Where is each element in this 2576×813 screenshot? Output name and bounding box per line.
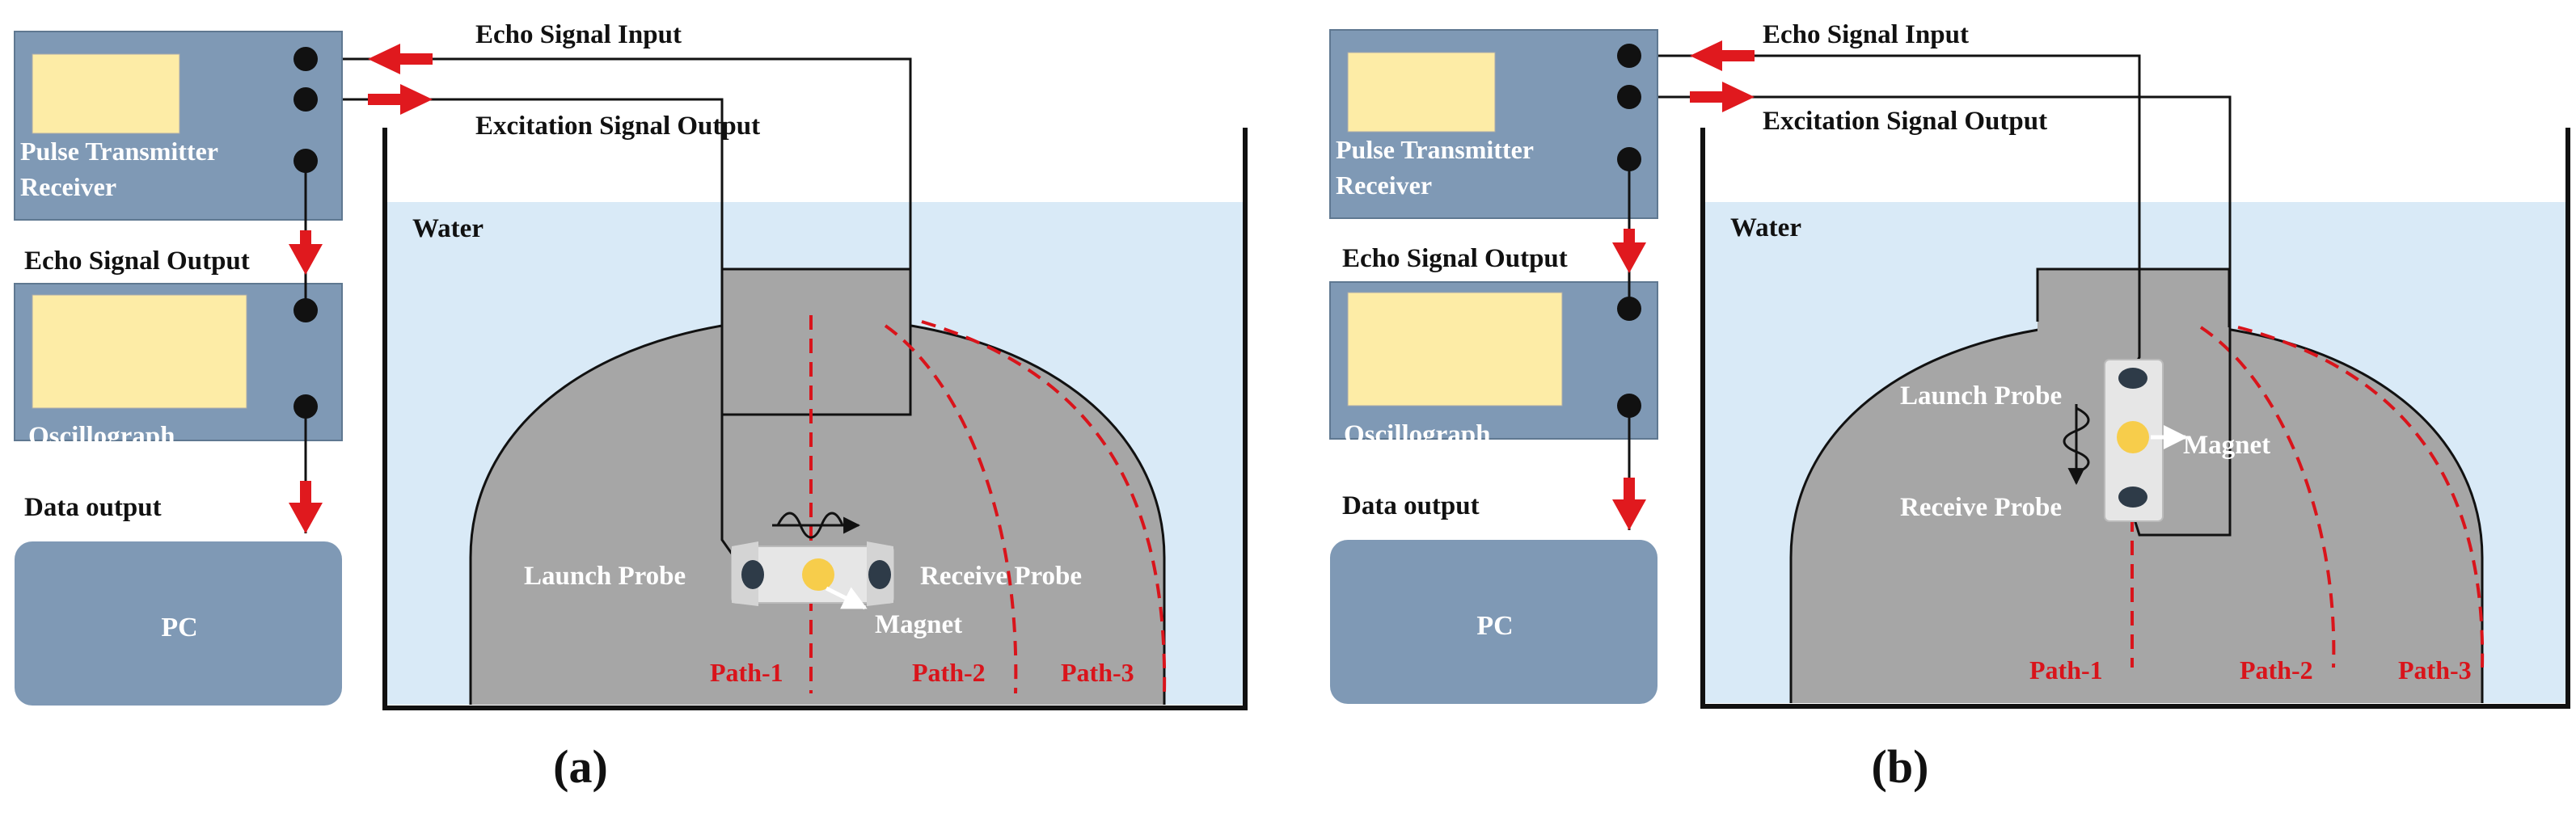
wire-echo-input	[306, 57, 912, 269]
wire-excitation-output	[1629, 95, 2232, 537]
pc-device	[1330, 540, 1658, 704]
label-excitation-signal-output: Excitation Signal Output	[1763, 107, 2047, 136]
panel-a: Echo Signal Input Excitation Signal Outp…	[14, 20, 1248, 710]
arrow-echo-input	[368, 44, 433, 74]
arrow-to-oscillograph	[289, 230, 323, 275]
label-oscillograph: Oscillograph	[28, 422, 175, 451]
pulse-screen	[1347, 52, 1496, 133]
label-path-3: Path-3	[2398, 655, 2472, 685]
label-launch-probe: Launch Probe	[1900, 381, 2062, 411]
path-3-line	[921, 320, 1167, 694]
path-2-line	[884, 324, 1018, 694]
label-oscillograph: Oscillograph	[1344, 420, 1491, 449]
arrow-to-oscillograph	[1612, 229, 1646, 273]
label-data-output: Data output	[1342, 491, 1480, 520]
pc-device	[15, 541, 342, 706]
pulse-screen	[32, 53, 180, 134]
panel-b: Echo Signal Input Excitation Signal Outp…	[1329, 20, 2570, 709]
wave-icon	[776, 512, 844, 539]
tank	[1700, 128, 2570, 709]
label-pc: PC	[1476, 611, 1513, 641]
arrow-to-pc	[289, 481, 323, 533]
arrow-excitation-output	[1690, 82, 1755, 112]
launch-probe-dot	[741, 560, 764, 589]
label-water: Water	[412, 214, 484, 243]
oscillograph-screen	[1347, 292, 1563, 406]
arrow-to-pc	[1612, 478, 1646, 530]
label-pc: PC	[161, 613, 197, 642]
tank	[382, 128, 1248, 710]
label-launch-probe: Launch Probe	[524, 562, 686, 591]
label-echo-signal-output: Echo Signal Output	[24, 246, 250, 276]
oscillograph-screen	[32, 294, 247, 409]
caption-b: (b)	[1872, 740, 1929, 793]
label-receiver: Receiver	[20, 172, 116, 201]
label-magnet: Magnet	[875, 610, 962, 639]
arrow-excitation-output	[368, 84, 433, 115]
caption-a: (a)	[553, 740, 608, 793]
magnet-dot	[802, 558, 834, 591]
label-data-output: Data output	[24, 493, 162, 522]
wire-excitation-output	[306, 98, 733, 554]
launch-probe-dot	[2118, 368, 2147, 389]
label-water: Water	[1730, 213, 1801, 242]
specimen-top-block	[2038, 269, 2229, 347]
label-pulse-transmitter: Pulse Transmitter	[20, 137, 218, 166]
path-2-line	[2199, 326, 2336, 668]
label-receive-probe: Receive Probe	[920, 562, 1082, 591]
specimen-dome	[471, 318, 1164, 705]
path-3-line	[2237, 326, 2485, 668]
label-echo-signal-input: Echo Signal Input	[1763, 20, 1969, 49]
arrow-echo-input	[1690, 40, 1755, 71]
receive-probe-dot	[868, 560, 891, 589]
label-receive-probe: Receive Probe	[1900, 493, 2062, 522]
specimen-top-block	[720, 267, 912, 416]
label-path-1: Path-1	[2029, 655, 2103, 685]
label-path-2: Path-2	[912, 658, 986, 687]
label-receiver: Receiver	[1336, 171, 1432, 200]
label-echo-signal-output: Echo Signal Output	[1342, 244, 1568, 273]
label-pulse-transmitter: Pulse Transmitter	[1336, 135, 1534, 164]
label-path-2: Path-2	[2240, 655, 2313, 685]
receive-probe-dot	[2118, 487, 2147, 508]
label-excitation-signal-output: Excitation Signal Output	[475, 112, 760, 141]
wave-icon	[2063, 406, 2090, 474]
label-echo-signal-input: Echo Signal Input	[475, 20, 682, 49]
label-path-3: Path-3	[1061, 658, 1134, 687]
label-magnet: Magnet	[2183, 431, 2270, 460]
magnet-dot	[2117, 421, 2149, 453]
label-path-1: Path-1	[710, 658, 783, 687]
